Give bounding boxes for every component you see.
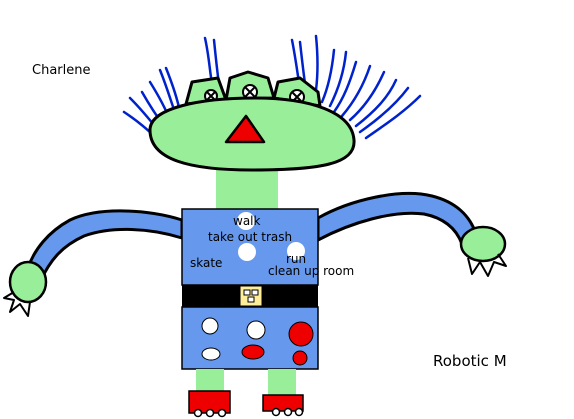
right-skate [262,394,304,412]
nose-triangle [224,114,266,144]
right-arm [316,192,478,246]
eyes [184,70,322,108]
control-button [241,344,265,360]
right-hand [459,225,507,263]
control-button [201,347,221,361]
control-button [201,317,219,335]
chest-button-skate [238,243,256,261]
chore-take-out-trash: take out trash [208,230,293,244]
hair-strands [122,34,422,140]
chest-button-walk [237,212,255,230]
chore-clean-up-room: clean up room [268,264,355,278]
control-button [288,321,314,347]
control-button [292,350,308,366]
left-claw [3,291,31,317]
neck [216,165,278,210]
right-leg [268,369,296,397]
chest-button-run [287,242,305,260]
belt-buckle [239,285,263,307]
right-claw [467,253,507,277]
chore-skate: skate [190,256,223,270]
left-leg [196,369,224,393]
caption-robotic-m: Robotic M [433,352,507,370]
left-arm [26,209,184,284]
artist-name: Charlene [32,63,91,78]
chore-walk: walk [233,214,261,228]
control-button [246,320,266,340]
left-hand [8,260,48,304]
chore-run: run [286,252,307,266]
